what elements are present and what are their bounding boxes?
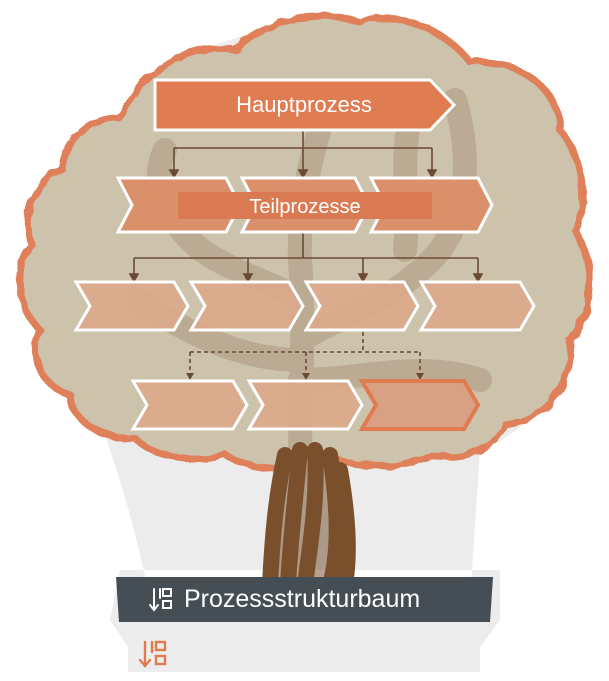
sub-process-label: Teilprozesse [249,196,360,218]
level-4-row [130,379,364,431]
connector-level-2 [128,233,484,283]
level-4-process-shape-highlighted[interactable] [358,379,481,431]
level-3-process-shape[interactable] [188,280,305,332]
banner-title: Prozessstrukturbaum [184,585,420,613]
connector-level-3 [189,332,421,374]
connector-level-3-arrowheads [186,373,424,380]
level-3-process-shape[interactable] [418,280,536,332]
level-4-process-shape[interactable] [246,379,364,431]
main-process-label: Hauptprozess [236,92,372,117]
hierarchy-sort-icon [138,640,167,668]
level-3-row [73,280,536,332]
main-process-shape[interactable] [153,78,457,132]
bench-legs [128,620,480,672]
sub-process-label-box [178,192,432,219]
hierarchy-sort-icon [149,588,172,612]
level-3-process-shape[interactable] [303,280,420,332]
level-3-process-shape[interactable] [73,280,190,332]
connector-level-1 [168,131,438,179]
title-banner [116,577,493,622]
level-4-process-shape[interactable] [130,379,249,431]
tree-trunk [262,442,356,593]
